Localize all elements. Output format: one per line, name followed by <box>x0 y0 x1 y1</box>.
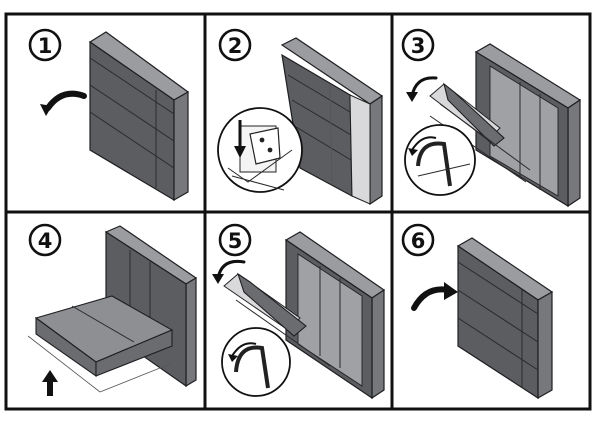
cabinet-closed <box>88 31 190 202</box>
step-panel-6: 6 <box>401 223 554 400</box>
step-number-2: 2 <box>218 28 252 62</box>
step-number-3: 3 <box>401 28 435 62</box>
svg-text:6: 6 <box>411 229 426 253</box>
curved-arrow-icon <box>406 76 438 102</box>
step-number-5: 5 <box>218 223 252 257</box>
svg-text:3: 3 <box>411 34 426 58</box>
svg-text:4: 4 <box>38 229 53 253</box>
step-number-6: 6 <box>401 223 435 257</box>
step-panel-2: 2 <box>217 28 384 206</box>
step-panel-4: 4 <box>27 223 198 396</box>
cabinet-opened-frame <box>429 43 582 208</box>
detail-inset-latch <box>404 124 476 196</box>
step-number-4: 4 <box>28 223 62 257</box>
svg-text:5: 5 <box>228 229 243 253</box>
svg-text:1: 1 <box>38 34 53 58</box>
detail-inset-bracket <box>217 107 303 193</box>
curved-arrow-icon <box>212 259 246 284</box>
cabinet-front-tilted <box>280 37 384 206</box>
cabinet-closing-frame <box>223 231 386 400</box>
step-panel-3: 3 <box>401 28 582 208</box>
step-panel-5: 5 <box>212 223 386 400</box>
curved-arrow-icon <box>40 90 87 116</box>
svg-text:2: 2 <box>228 34 243 58</box>
curved-arrow-icon <box>411 282 458 311</box>
detail-inset-latch <box>221 327 291 397</box>
down-arrow-icon <box>234 120 246 158</box>
step-panel-1: 1 <box>28 28 190 202</box>
up-arrow-icon <box>42 370 58 396</box>
cabinet-bed-down <box>27 225 198 393</box>
step-number-1: 1 <box>28 28 62 62</box>
cabinet-closed <box>456 237 554 400</box>
